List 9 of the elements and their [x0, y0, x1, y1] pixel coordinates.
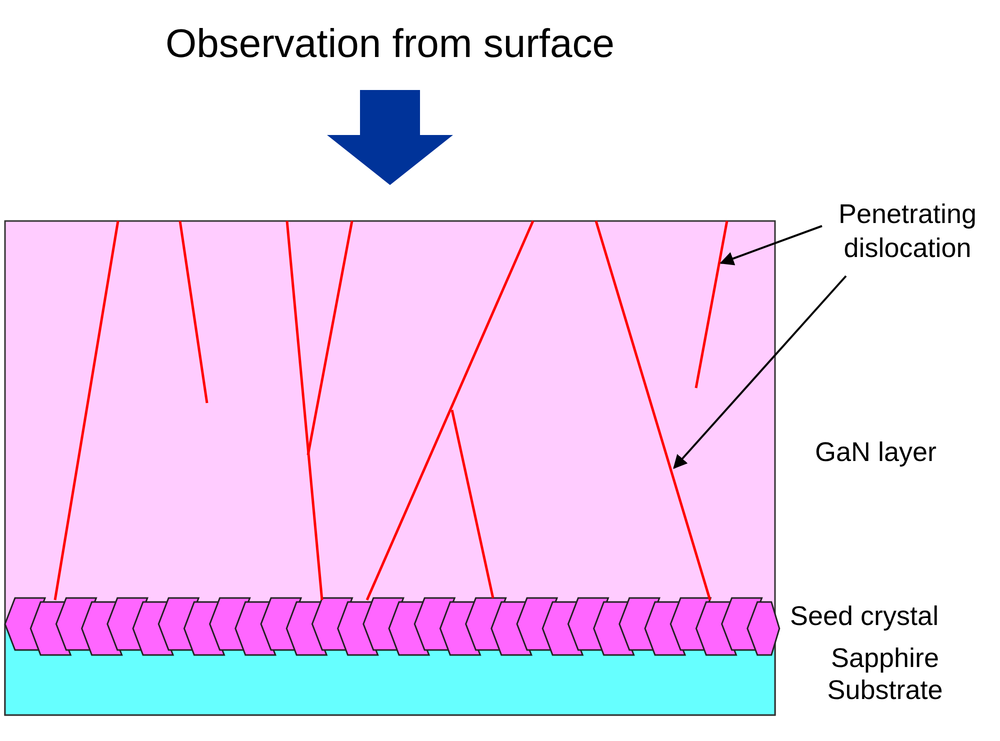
callout-text: Penetrating dislocation — [815, 198, 1000, 266]
title: Observation from surface — [164, 22, 616, 67]
dislocation-line — [694, 220, 728, 388]
layer-label: GaN layer — [815, 436, 937, 468]
leader-arrow — [673, 275, 847, 470]
layer-label: Sapphire Substrate — [826, 642, 944, 707]
dislocation-line — [594, 220, 712, 600]
leader-arrow — [720, 225, 822, 266]
layer-label: Seed crystal — [790, 600, 939, 632]
